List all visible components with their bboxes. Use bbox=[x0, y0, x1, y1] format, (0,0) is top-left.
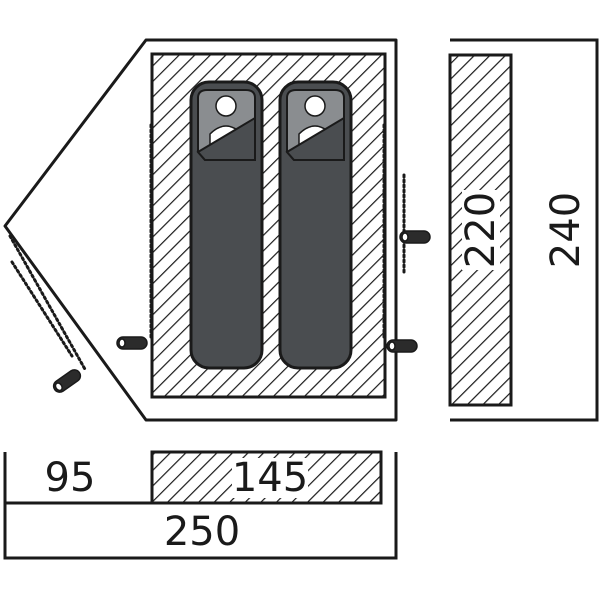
total-width-bracket bbox=[3, 452, 398, 560]
tent-peg-icon bbox=[386, 339, 418, 353]
tent-peg-icon bbox=[399, 230, 431, 244]
sleeping-bag-icon bbox=[189, 80, 264, 370]
total-length-bracket bbox=[450, 38, 599, 422]
tent-peg-icon bbox=[116, 336, 148, 350]
total-length-label: 240 bbox=[543, 192, 589, 268]
inner-width-label: 145 bbox=[232, 455, 308, 501]
vestibule-width-label: 95 bbox=[45, 455, 96, 501]
tent-peg-icon bbox=[52, 369, 82, 393]
guy-lines bbox=[8, 123, 406, 373]
sleeping-bag-icon bbox=[278, 80, 353, 370]
inner-length-label: 220 bbox=[458, 192, 504, 268]
total-width-label: 250 bbox=[164, 509, 240, 555]
